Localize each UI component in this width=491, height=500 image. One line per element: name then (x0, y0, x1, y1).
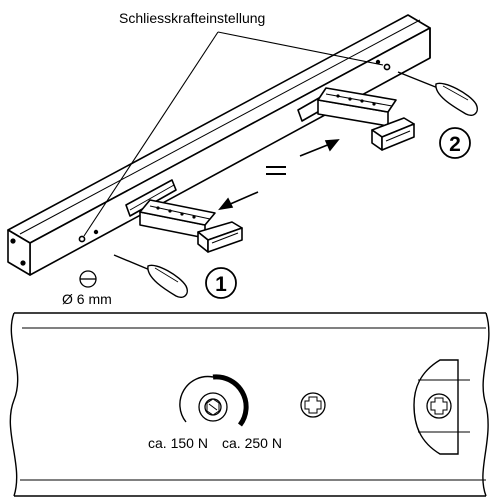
screwdriver-right (397, 71, 478, 116)
adjust-hole-right (383, 63, 391, 71)
phillips-screw-endcap (426, 393, 452, 419)
arrow-right-up-shaft (299, 143, 331, 157)
force-high-label: ca. 250 N (222, 435, 282, 451)
small-hole-right (375, 59, 381, 65)
end-hole-2 (20, 260, 26, 266)
arc-thin (179, 375, 214, 423)
diameter-label: Ø 6 mm (62, 291, 112, 307)
small-hole-left (93, 229, 99, 235)
arrow-left-down-shaft (227, 191, 259, 206)
phillips-screw-icon (300, 392, 326, 418)
end-hole-1 (10, 238, 16, 244)
screwdriver-left (113, 254, 188, 298)
actuator-bar-top-face (7, 14, 431, 244)
closing-force-label: Schliesskrafteinstellung (119, 10, 265, 26)
force-adjustment-arc (179, 374, 249, 427)
force-low-label: ca. 150 N (148, 435, 208, 451)
arc-thick (212, 374, 249, 427)
step-number-2: 2 (449, 133, 461, 156)
detail-break-left (9, 312, 19, 497)
arrow-left-down-head (218, 197, 234, 211)
adjustment-screw-icon (198, 392, 228, 422)
movement-indicators (218, 139, 340, 211)
actuator-bar-edge (19, 19, 421, 235)
detail-view (9, 312, 490, 497)
right-bracket-assembly (317, 87, 415, 151)
left-bracket-assembly (139, 199, 243, 253)
arrow-right-up-head (324, 139, 340, 152)
actuator-illustration (7, 14, 431, 276)
flat-slot-screw-icon (79, 270, 97, 288)
detail-break-right (482, 312, 490, 497)
adjust-hole-left (78, 235, 86, 243)
step-number-1: 1 (215, 273, 227, 296)
step-badge-2 (439, 127, 471, 159)
step-badge-1 (205, 267, 237, 299)
label-leader-lines (83, 31, 384, 237)
